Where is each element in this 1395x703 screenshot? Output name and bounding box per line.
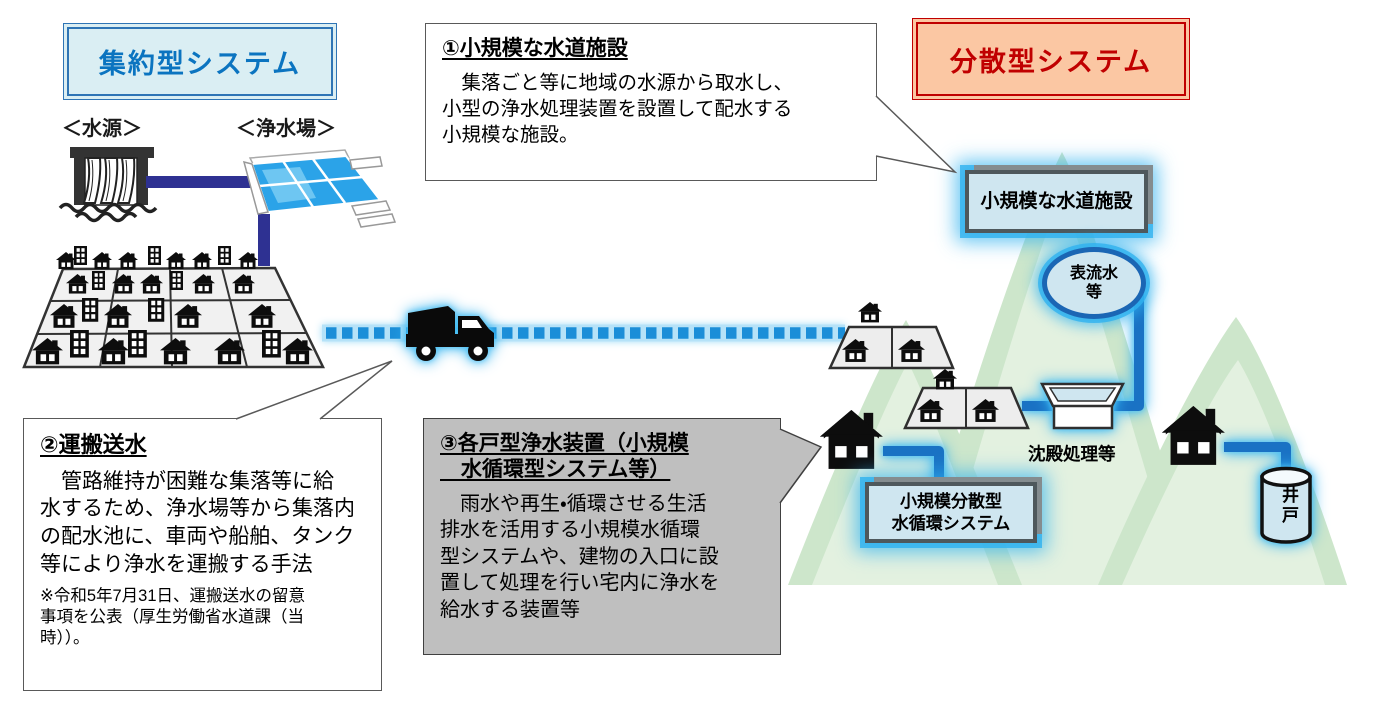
truck-icon: [406, 306, 494, 361]
centralized-system-title: 集約型システム: [63, 23, 337, 100]
well-label: 井戸: [1279, 486, 1298, 526]
raw-water-main: [146, 176, 252, 188]
callout1-title: ①小規模な水道施設: [442, 37, 628, 60]
treatment-plant-label: ＜浄水場＞: [236, 118, 336, 140]
callout2-body: 管路維持が困難な集落等に給 水するため、浄水場等から集落内 の配水池に、車両や船…: [40, 469, 355, 577]
distributed-system-title: 分散型システム: [912, 18, 1190, 100]
small-waterworks-box-label: 小規模な水道施設: [980, 190, 1133, 212]
callout2-title: ②運搬送水: [40, 432, 147, 457]
callout-transported-water: ②運搬送水 管路維持が困難な集落等に給 水するため、浄水場等から集落内 の配水池…: [23, 418, 382, 691]
callout-small-waterworks: ①小規模な水道施設 集落ごと等に地域の水源から取水し、 小型の浄水処理装置を設置…: [425, 23, 877, 181]
pipe-house-to-recycle: [883, 446, 944, 487]
surface-water-ellipse: 表流水 等: [1042, 247, 1146, 319]
callout2-note: ※令和5年7月31日、運搬送水の留意 事項を公表（厚生労働省水道課（当 時））。: [40, 587, 306, 648]
callout3-body: 雨水や再生・循環させる生活 排水を活用する小規模水循環 型システムや、建物の入口…: [440, 492, 720, 621]
recycle-system-box: 小規模分散型 水循環システム: [865, 482, 1037, 543]
recycle-system-box-label: 小規模分散型 水循環システム: [891, 492, 1011, 533]
pipe-surfacewater-to-basin: [1114, 294, 1144, 411]
hamlet-upper: [828, 302, 955, 370]
hamlet-lower: [903, 369, 1030, 430]
treatment-plant-icon: [242, 149, 397, 228]
distributed-system-label: 分散型システム: [949, 46, 1153, 77]
distribution-main: [258, 214, 270, 266]
centralized-system-label: 集約型システム: [98, 49, 302, 79]
surface-water-label: 表流水 等: [1069, 264, 1118, 301]
city-block: [22, 246, 325, 369]
small-waterworks-box: 小規模な水道施設: [965, 170, 1148, 233]
callout-household-purifier: ③各戸型浄水装置（小規模 水循環型システム等） 雨水や再生・循環させる生活 排水…: [423, 418, 781, 655]
water-source-label: ＜水源＞: [62, 118, 142, 140]
pipes: [883, 294, 1291, 487]
dam-icon: [58, 147, 158, 223]
sedimentation-label: 沈殿処理等: [1028, 444, 1116, 464]
sedimentation-basin-icon: [1039, 382, 1126, 430]
well-icon: [1260, 466, 1312, 544]
callout3-title: ③各戸型浄水装置（小規模 水循環型システム等）: [440, 432, 689, 482]
callout1-body: 集落ごと等に地域の水源から取水し、 小型の浄水処理装置を設置して配水する 小規模…: [442, 72, 794, 147]
pipe-house-to-well: [1224, 442, 1291, 476]
